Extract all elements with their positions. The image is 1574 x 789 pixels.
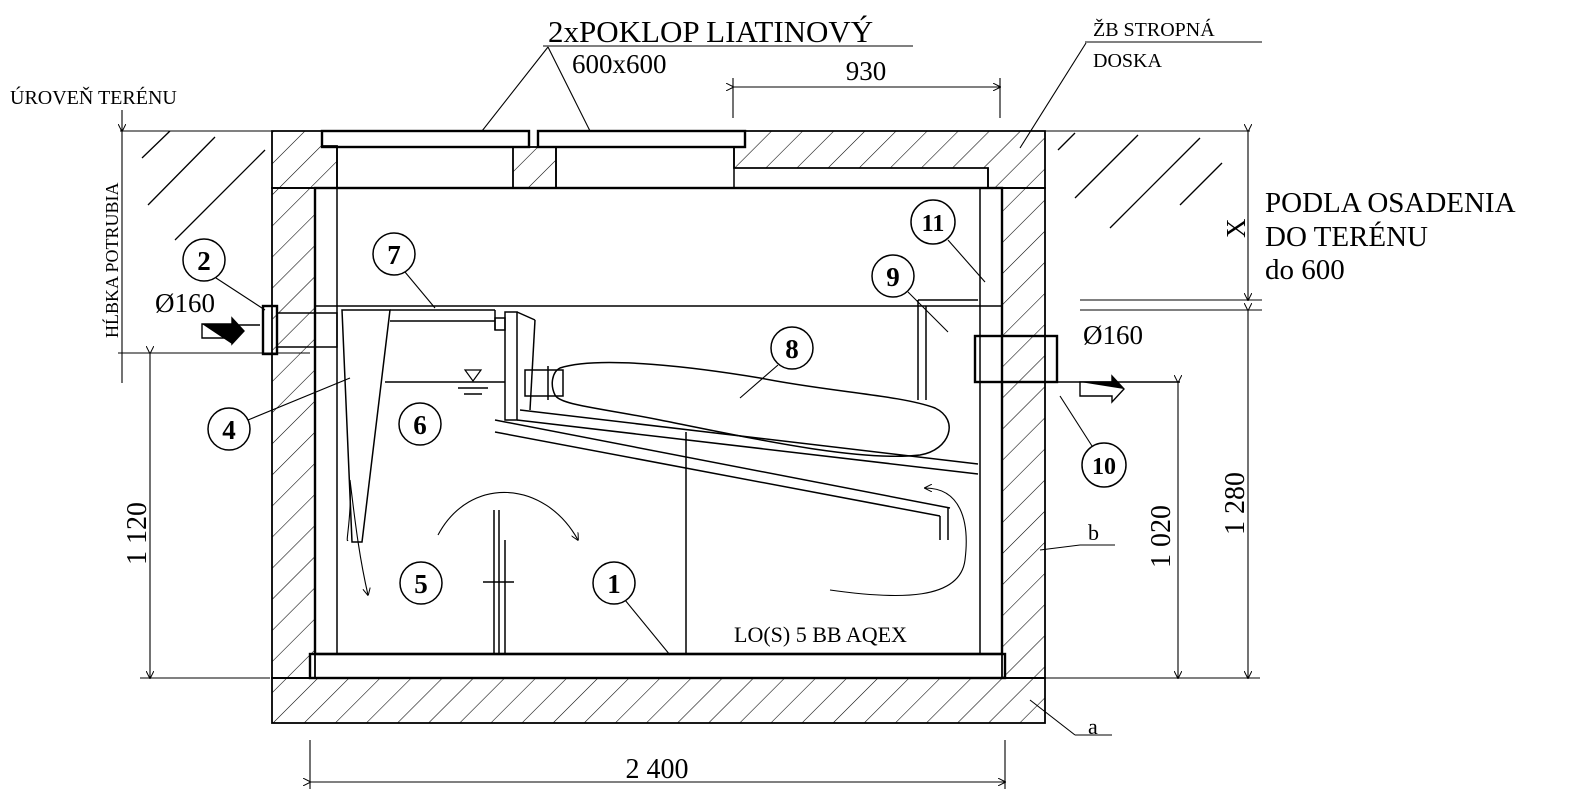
dim-1120: 1 120 [122,502,153,565]
dim-2400: 2 400 [626,754,689,785]
layer-a-label: a [1088,714,1098,739]
callout-10: 10 [1092,454,1116,480]
product-label: LO(S) 5 BB AQEX [734,622,907,647]
pipe-depth-label: HĹBKA POTRUBIA [101,182,122,338]
callout-7: 7 [387,240,401,270]
depth-note-1: PODLA OSADENIA [1265,187,1516,219]
callout-8: 8 [785,334,799,364]
label-leaders [481,41,1262,736]
inlet-baffle [341,309,979,543]
cast-iron-covers [320,129,747,188]
callout-6: 6 [413,410,427,440]
layer-b-label: b [1088,520,1099,545]
callout-9: 9 [886,262,900,292]
callout-1: 1 [607,569,621,599]
text-labels: 2xPOKLOP LIATINOVÝ 600x600 930 ŽB STROPN… [10,14,1516,785]
outlet-diameter: Ø160 [1083,320,1143,350]
ground-level-label: ÚROVEŇ TERÉNU [10,85,177,109]
callout-11: 11 [922,211,945,237]
callout-4: 4 [222,415,236,445]
cover-size-label: 600x600 [572,49,667,79]
outlet-pipe [973,334,1180,404]
dimension-lines [118,78,1262,789]
depth-note-2: DO TERÉNU [1265,220,1428,253]
cover-label: 2xPOKLOP LIATINOVÝ [548,14,873,49]
inlet-pipe [201,304,338,356]
callout-5: 5 [414,569,428,599]
x-dimension: X [1221,218,1251,238]
sludge-pipe [483,510,514,655]
depth-note-3: do 600 [1265,254,1345,286]
flow-arrows [346,479,967,596]
slab-label-1: ŽB STROPNÁ [1093,18,1215,41]
inlet-diameter: Ø160 [155,288,215,318]
inner-tank [308,168,1007,680]
soil-hatching [120,130,1250,241]
dim-1280: 1 280 [1220,472,1251,535]
callout-2: 2 [197,246,211,276]
slab-label-2: DOSKA [1093,50,1162,72]
outlet-baffle [917,299,978,400]
concrete-shell [271,130,1046,724]
filter-element [551,361,950,458]
dim-1020: 1 020 [1146,505,1177,568]
callouts: 1 2 4 5 6 7 8 9 10 11 [182,199,1127,656]
dim-930: 930 [846,56,887,86]
